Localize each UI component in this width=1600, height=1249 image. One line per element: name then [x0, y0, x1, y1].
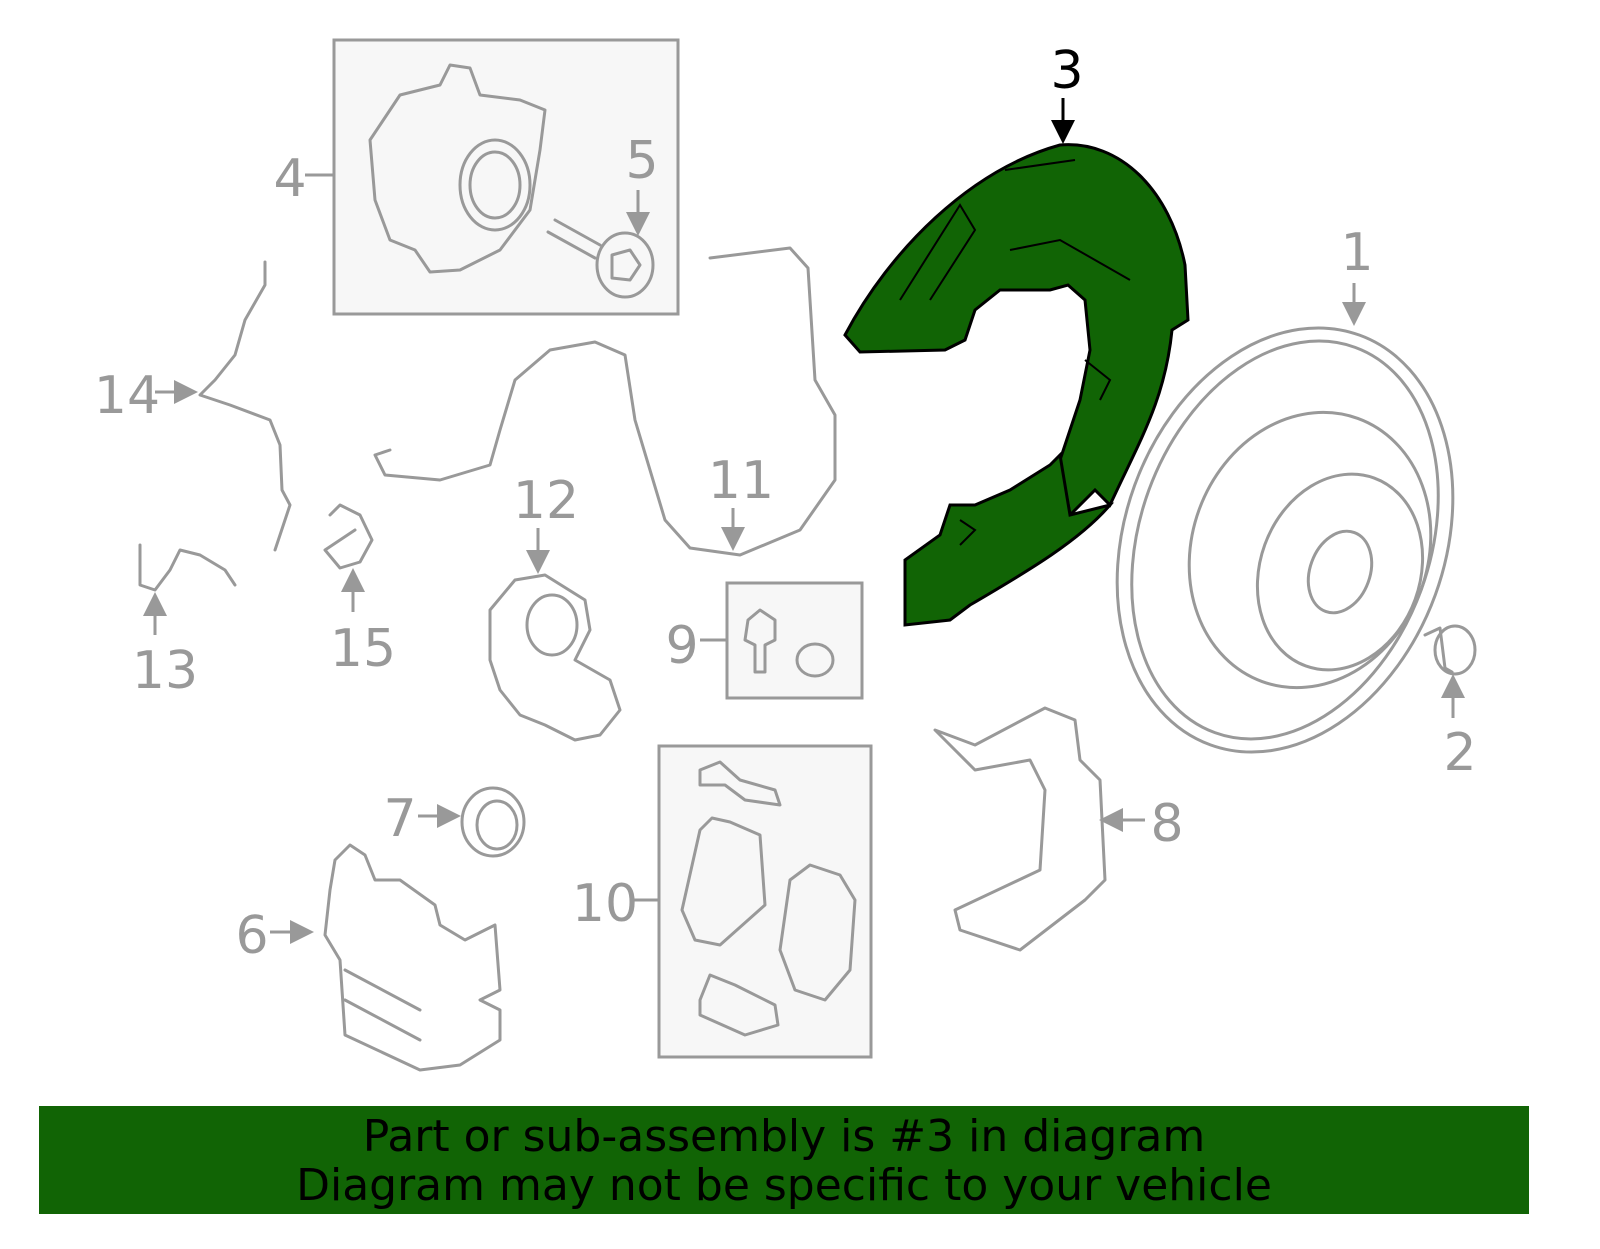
callout-12[interactable]: 12: [513, 471, 579, 531]
part-3-dust-shield[interactable]: [843, 143, 1190, 627]
part-5-hub-bolt[interactable]: [546, 218, 655, 299]
callout-1[interactable]: 1: [1340, 223, 1373, 283]
info-banner: Part or sub-assembly is #3 in diagram Di…: [39, 1106, 1529, 1214]
part-9-bolt-and-bushing[interactable]: [743, 608, 835, 678]
part-4-5-box: [332, 38, 680, 316]
callout-14[interactable]: 14: [94, 366, 160, 426]
part-13-brake-hose[interactable]: [138, 543, 237, 592]
part-4-hub-bearing[interactable]: [368, 63, 547, 274]
banner-line-2: Diagram may not be specific to your vehi…: [296, 1160, 1272, 1211]
part-2-screw[interactable]: [1423, 624, 1477, 676]
part-9-box: [725, 581, 864, 700]
part-7-seal[interactable]: [460, 786, 526, 858]
callout-9[interactable]: 9: [665, 616, 698, 676]
callout-6[interactable]: 6: [235, 906, 268, 966]
callout-4[interactable]: 4: [273, 149, 306, 209]
callout-7[interactable]: 7: [383, 789, 416, 849]
callout-10[interactable]: 10: [572, 874, 638, 934]
part-10-brake-pads[interactable]: [680, 760, 857, 1037]
part-11-wear-sensor[interactable]: [373, 246, 837, 557]
banner-line-1: Part or sub-assembly is #3 in diagram: [362, 1111, 1206, 1162]
callout-2[interactable]: 2: [1443, 723, 1476, 783]
part-12-motor-actuator[interactable]: [488, 573, 622, 742]
callout-13[interactable]: 13: [132, 641, 198, 701]
part-6-caliper[interactable]: [323, 843, 502, 1072]
part-14-abs-sensor-wire[interactable]: [198, 260, 292, 552]
part-15-clip[interactable]: [323, 503, 374, 570]
callout-3[interactable]: 3: [1050, 41, 1083, 101]
callout-5[interactable]: 5: [625, 131, 658, 191]
part-1-rotor[interactable]: [1060, 280, 1510, 799]
callout-15[interactable]: 15: [330, 619, 396, 679]
callout-8[interactable]: 8: [1150, 794, 1183, 854]
callout-11[interactable]: 11: [708, 451, 774, 511]
part-8-caliper-bracket[interactable]: [933, 706, 1107, 952]
